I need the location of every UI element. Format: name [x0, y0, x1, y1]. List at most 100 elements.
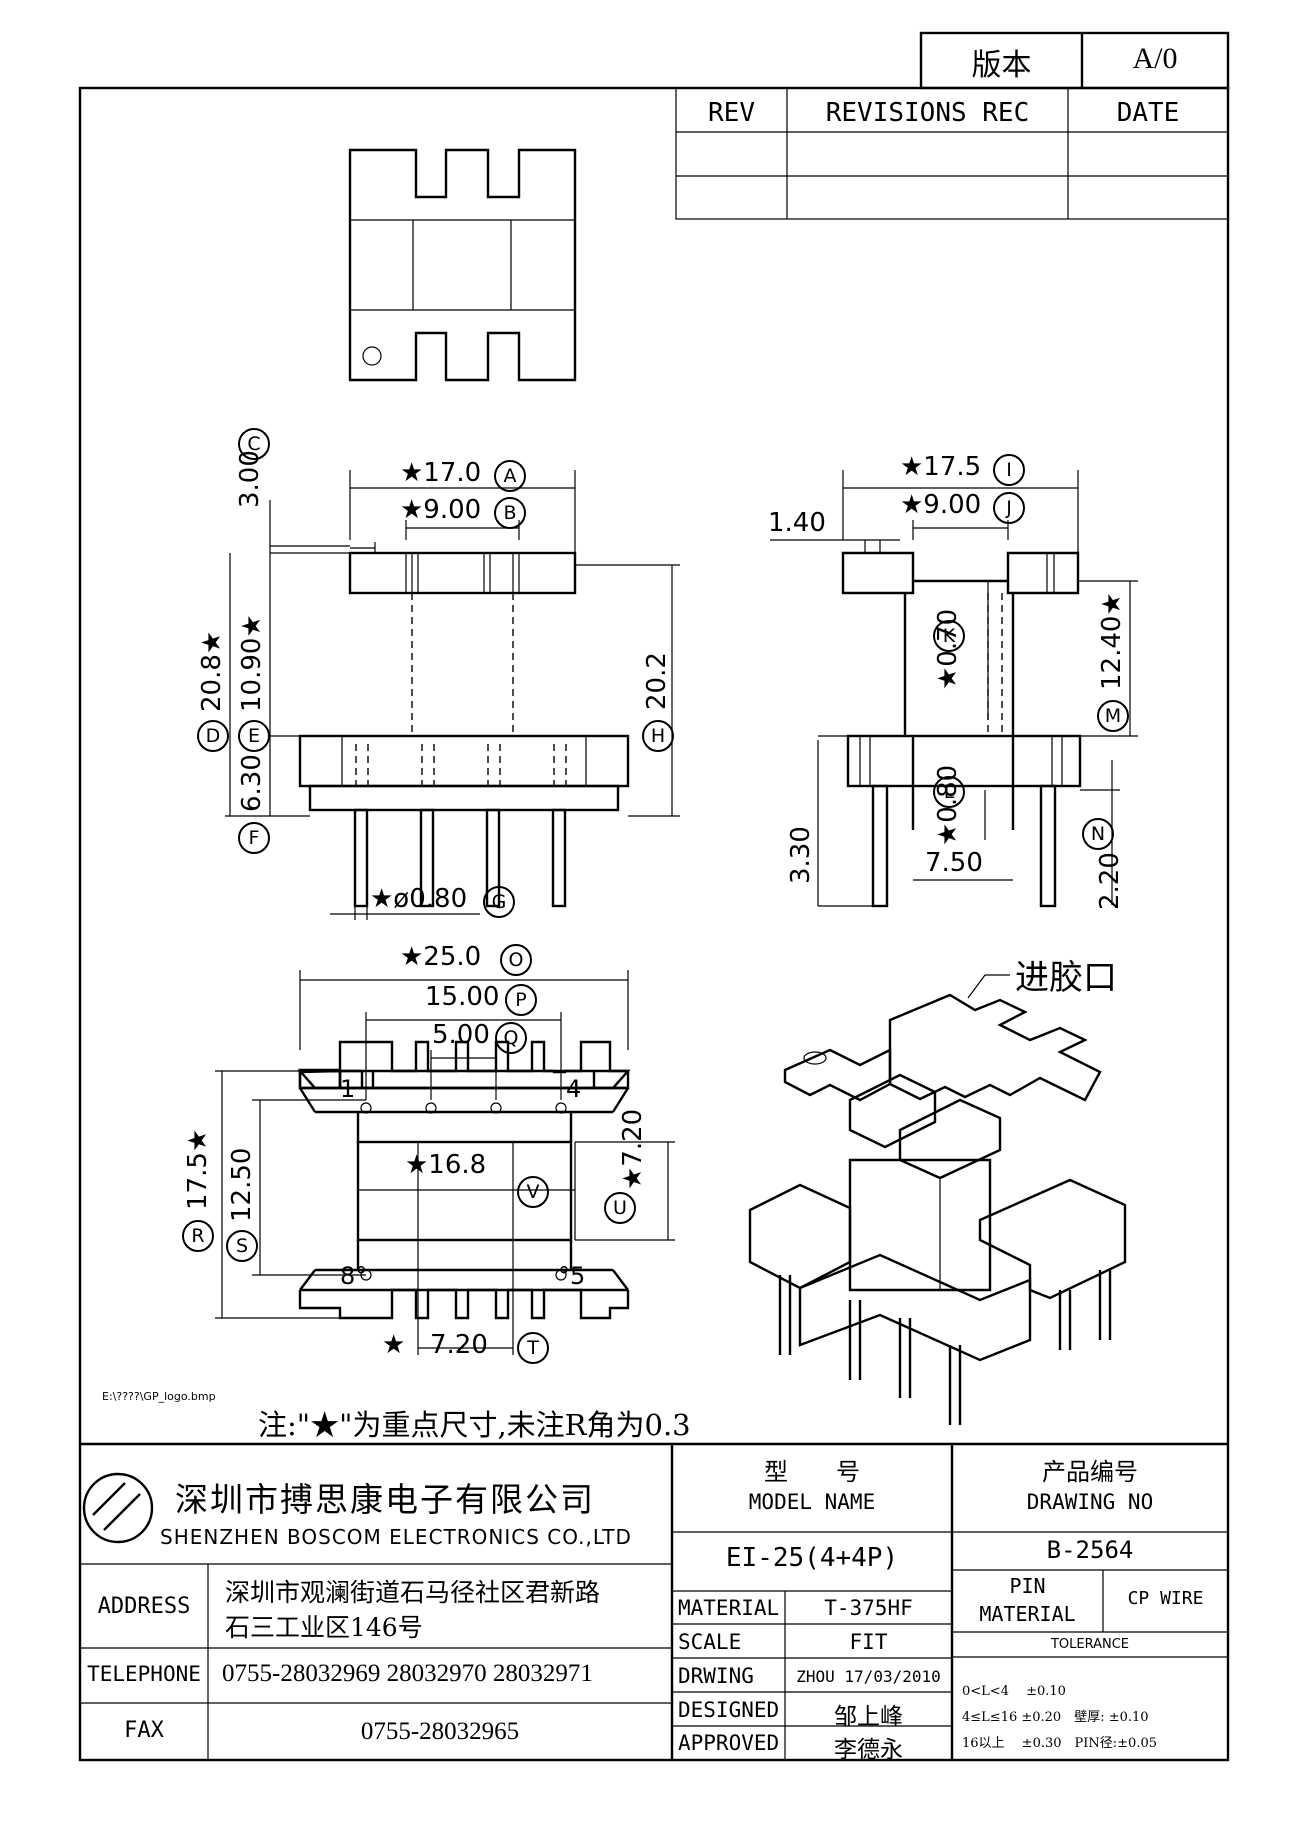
pin-8: 8° [340, 1262, 368, 1290]
dim-r: 17.5★ [183, 1128, 213, 1210]
label-t: T [517, 1332, 549, 1364]
dim-v: ★16.8 [405, 1150, 487, 1180]
dim-p: 15.00 [425, 982, 500, 1012]
date-header: DATE [1116, 98, 1180, 128]
dim-c: 3.00 [235, 450, 265, 508]
version-label: 版本 [971, 48, 1032, 83]
dim-d: 20.8★ [197, 630, 227, 712]
designed-label: DESIGNED [678, 1698, 780, 1722]
dim-m: 12.40★ [1097, 592, 1127, 690]
material-value: T-375HF [824, 1596, 913, 1620]
dim-l: ★0.80 [933, 764, 963, 846]
label-m: M [1097, 700, 1129, 732]
dim-u: ★7.20 [618, 1108, 648, 1190]
label-l: L [933, 776, 965, 808]
model-label-en: MODEL NAME [748, 1490, 876, 1514]
address-label: ADDRESS [97, 1594, 191, 1619]
dim-1-40: 1.40 [768, 508, 826, 538]
tolerance-title: TOLERANCE [1050, 1637, 1130, 1652]
label-i: I [993, 454, 1025, 486]
label-n: N [1082, 818, 1114, 850]
dim-f: 6.30 [237, 754, 267, 812]
label-g: G [483, 886, 515, 918]
drawing-label-en: DRAWING NO [1026, 1490, 1154, 1514]
label-v: V [517, 1176, 549, 1208]
dim-q: 5.00 [432, 1020, 490, 1050]
top-view [348, 148, 577, 382]
dim-a: ★17.0 [400, 458, 482, 488]
drawing-frame [78, 86, 1230, 1762]
pin-material-label: MATERIAL [979, 1602, 1076, 1626]
approved-value: 李德永 [834, 1737, 903, 1763]
dim-g: ★ø0.80 [370, 884, 468, 914]
drawing-value: B-2564 [1046, 1536, 1134, 1564]
dim-t: 7.20 [430, 1330, 488, 1360]
model-value: EI-25(4+4P) [725, 1543, 899, 1573]
dim-7-50: 7.50 [925, 848, 983, 878]
label-r: R [182, 1220, 214, 1252]
dim-k: ★0.70 [933, 608, 963, 690]
drwing-value: ZHOU 17/03/2010 [796, 1667, 941, 1686]
drawing-label-cn: 产品编号 [1042, 1458, 1138, 1486]
label-u: U [604, 1192, 636, 1224]
designed-value: 邹上峰 [834, 1704, 903, 1730]
fax-label: FAX [124, 1718, 164, 1743]
gate-label: 进胶口 [1015, 958, 1117, 998]
telephone-value: 0755-28032969 28032970 28032971 [222, 1660, 593, 1687]
title-block-grid [80, 1442, 1228, 1760]
address-line2: 石三工业区146号 [225, 1613, 423, 1642]
label-e: E [238, 720, 270, 752]
logo-path: E:\????\GP_logo.bmp [102, 1390, 216, 1403]
pin-label: PIN [1009, 1574, 1046, 1598]
front-view [225, 470, 680, 920]
label-k: K [933, 620, 965, 652]
telephone-label: TELEPHONE [87, 1662, 201, 1686]
revisions-rec-header: REVISIONS REC [825, 98, 1030, 128]
dim-e: 10.90★ [237, 614, 267, 712]
approved-label: APPROVED [678, 1731, 780, 1755]
label-b: B [494, 497, 526, 529]
label-a: A [494, 460, 526, 492]
drwing-label: DRWING [678, 1664, 754, 1688]
tolerance-row-1: 0<L<4 ±0.10 [962, 1684, 1066, 1699]
label-f: F [238, 822, 270, 854]
tolerance-row-3: 16以上 ±0.30 PIN径:±0.05 [962, 1736, 1157, 1751]
company-logo [82, 1472, 154, 1544]
dim-s: 12.50 [227, 1147, 257, 1222]
label-p: P [505, 984, 537, 1016]
dim-b: ★9.00 [400, 495, 482, 525]
bottom-view-outline [215, 970, 675, 1355]
revisions-grid [675, 87, 1229, 220]
label-q: Q [495, 1022, 527, 1054]
label-o: O [500, 944, 532, 976]
dim-j: ★9.00 [900, 490, 982, 520]
scale-label: SCALE [678, 1630, 742, 1654]
label-c: C [238, 428, 270, 460]
isometric-view [748, 974, 1127, 1425]
dim-o: ★25.0 [400, 942, 482, 972]
dim-t-star: ★ [382, 1330, 406, 1360]
model-label-cn: 型 号 [764, 1458, 860, 1486]
rev-header: REV [708, 98, 755, 128]
label-d: D [197, 720, 229, 752]
pin-5: °5 [558, 1262, 586, 1290]
pin-4: 4 [566, 1075, 582, 1103]
label-s: S [226, 1230, 258, 1262]
company-name-cn: 深圳市搏思康电子有限公司 [175, 1480, 595, 1519]
dim-n: 2.20 [1095, 852, 1125, 910]
label-j: J [993, 492, 1025, 524]
material-label: MATERIAL [678, 1596, 780, 1620]
dim-h: 20.2 [642, 652, 672, 710]
tolerance-row-2: 4≤L≤16 ±0.20 壁厚: ±0.10 [962, 1710, 1149, 1725]
address-line1: 深圳市观澜街道石马径社区君新路 [225, 1578, 601, 1607]
pin-1: 1 [340, 1075, 356, 1103]
dim-i: ★17.5 [900, 452, 982, 482]
dim-3-30: 3.30 [786, 826, 816, 884]
pin-material-value: CP WIRE [1127, 1588, 1204, 1609]
company-name-en: SHENZHEN BOSCOM ELECTRONICS CO.,LTD [160, 1525, 632, 1549]
fax-value: 0755-28032965 [360, 1718, 520, 1745]
version-value: A/0 [1132, 42, 1178, 75]
note: 注:"★"为重点尺寸,未注R角为0.3 [258, 1408, 691, 1442]
label-h: H [642, 720, 674, 752]
